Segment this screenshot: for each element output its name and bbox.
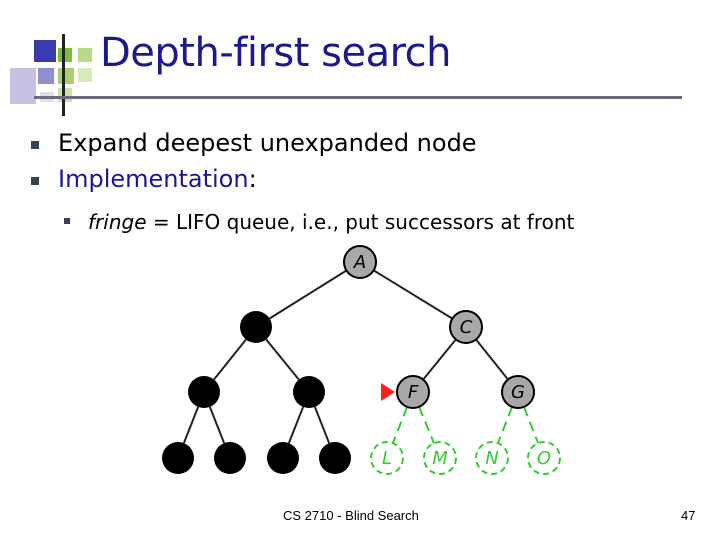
tree-edge-F-M <box>418 406 435 444</box>
tree-node-label-F: F <box>408 382 419 403</box>
tree-node-N: N <box>475 441 509 475</box>
tree-node-D <box>188 376 220 408</box>
tree-node-B <box>240 311 272 343</box>
sub-bullet-marker <box>64 218 70 224</box>
tree-node-label-A: A <box>353 252 366 273</box>
tree-edge-B-E <box>265 338 300 381</box>
tree-node-K <box>319 442 351 474</box>
sub-bullet-emph: fringe <box>88 210 147 234</box>
tree-node-M: M <box>423 441 457 475</box>
tree-node-G: G <box>501 375 535 409</box>
tree-node-L: L <box>370 441 404 475</box>
tree-node-E <box>293 376 325 408</box>
bullet-1: Expand deepest unexpanded node <box>58 128 477 158</box>
tree-edge-C-F <box>422 338 457 381</box>
tree-edge-B-D <box>213 338 247 381</box>
tree-node-label-O: O <box>537 448 551 469</box>
sub-bullet-rest: = LIFO queue, i.e., put successors at fr… <box>146 210 575 234</box>
tree-edge-G-N <box>496 406 514 444</box>
tree-edge-E-J <box>287 406 305 444</box>
tree-edge-D-I <box>208 406 226 444</box>
tree-edge-A-C <box>373 269 453 320</box>
bullet-marker <box>31 177 39 185</box>
footer-text: CS 2710 - Blind Search <box>283 508 419 523</box>
tree-node-label-G: G <box>511 382 525 403</box>
slide-title: Depth-first search <box>100 30 452 76</box>
tree-edge-F-L <box>391 406 409 444</box>
current-node-marker-icon <box>381 383 395 401</box>
tree-edges <box>182 269 540 444</box>
tree-node-J <box>267 442 299 474</box>
tree-edge-A-B <box>269 269 347 320</box>
tree-edge-D-H <box>182 406 200 444</box>
bullet-2: Implementation: <box>58 164 257 194</box>
tree-node-I <box>214 442 246 474</box>
sub-bullet: fringe = LIFO queue, i.e., put successor… <box>88 207 574 237</box>
bullet-2-rest: : <box>248 165 257 193</box>
tree-nodes: A C F G L M N O <box>162 245 561 475</box>
bullet-2-highlight: Implementation <box>58 165 249 193</box>
tree-edge-E-K <box>313 406 331 444</box>
tree-node-A: A <box>343 245 377 279</box>
bullet-1-text: Expand deepest unexpanded node <box>58 129 477 157</box>
tree-node-C: C <box>449 310 483 344</box>
page-number: 47 <box>681 508 696 523</box>
tree-node-label-N: N <box>485 448 498 469</box>
tree-edge-C-G <box>475 338 509 381</box>
tree-node-label-C: C <box>460 317 473 338</box>
tree-node-label-M: M <box>432 448 448 469</box>
tree-node-label-L: L <box>382 448 392 469</box>
bullet-marker <box>31 141 39 149</box>
tree-node-F: F <box>381 375 430 409</box>
tree-edge-G-O <box>522 406 540 444</box>
tree-node-O: O <box>527 441 561 475</box>
tree-node-H <box>162 442 194 474</box>
title-underline <box>34 96 682 99</box>
